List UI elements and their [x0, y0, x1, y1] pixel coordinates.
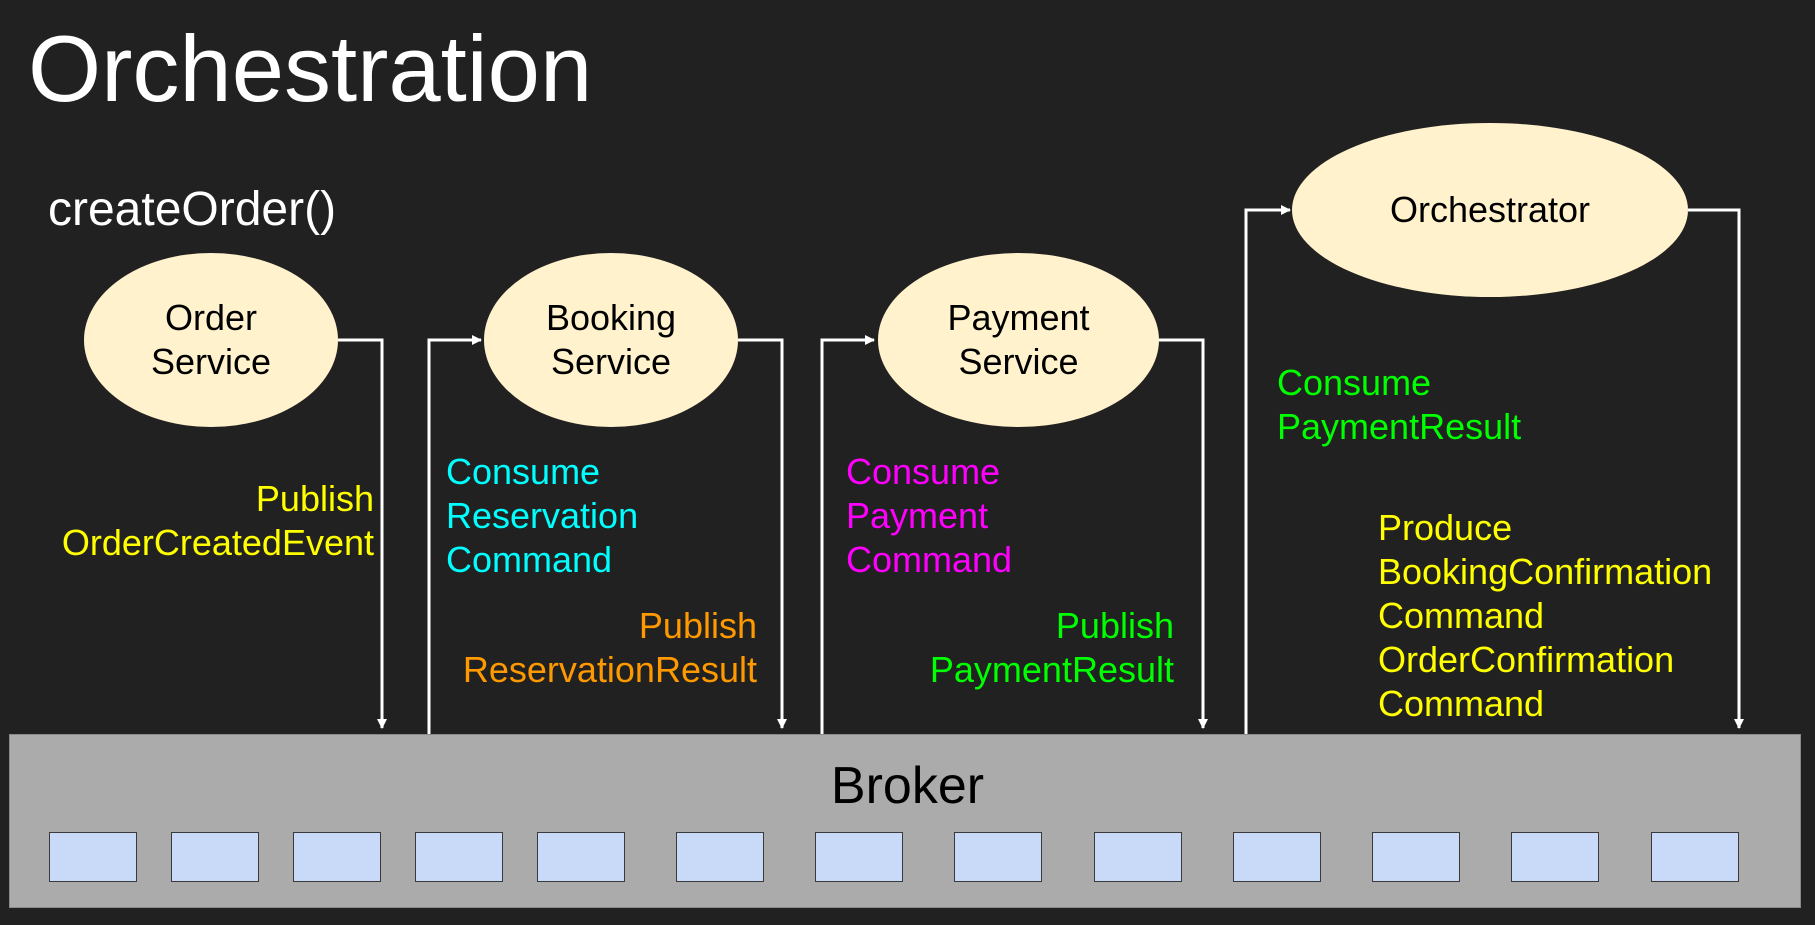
orchestrator-label: Orchestrator — [1389, 189, 1591, 230]
queue-slot — [293, 832, 381, 882]
queue-slot — [537, 832, 625, 882]
queue-slot — [1233, 832, 1321, 882]
broker-label: Broker — [830, 757, 985, 815]
queue-slot — [815, 832, 903, 882]
page-title: Orchestration — [28, 16, 593, 121]
queue-slot — [1651, 832, 1739, 882]
orchestrator-produce-label: Produce BookingConfirmation Command Orde… — [1378, 507, 1713, 724]
arrow-payment-to-broker — [1159, 338, 1208, 729]
queue-slot — [1511, 832, 1599, 882]
queue-slot — [1094, 832, 1182, 882]
order-service-label: Order Service — [150, 297, 272, 382]
queue-slot — [954, 832, 1042, 882]
payment-service-node: Payment Service — [878, 253, 1159, 427]
booking-service-label: Booking Service — [545, 297, 677, 382]
queue-slot — [676, 832, 764, 882]
arrow-broker-to-booking — [427, 335, 482, 734]
trigger-label: createOrder() — [48, 183, 337, 236]
arrow-booking-to-broker — [738, 338, 787, 729]
booking-service-node: Booking Service — [484, 253, 738, 427]
arrow-broker-to-payment — [820, 335, 875, 734]
orchestrator-node: Orchestrator — [1292, 123, 1688, 297]
arrow-orchestrator-to-broker — [1688, 208, 1744, 729]
orchestrator-consume-label: Consume PaymentResult — [1277, 362, 1522, 447]
queue-slot — [171, 832, 259, 882]
queue-slot — [49, 832, 137, 882]
payment-publish-label: Publish PaymentResult — [929, 605, 1174, 690]
arrow-order-to-broker — [338, 338, 387, 729]
booking-publish-label: Publish ReservationResult — [462, 605, 757, 690]
payment-consume-label: Consume Payment Command — [846, 451, 1013, 580]
arrow-broker-to-orchestrator — [1244, 205, 1291, 734]
order-service-node: Order Service — [84, 253, 338, 427]
payment-service-label: Payment Service — [947, 297, 1090, 382]
queue-slot — [1372, 832, 1460, 882]
booking-consume-label: Consume Reservation Command — [446, 451, 639, 580]
queue-slot — [415, 832, 503, 882]
order-publish-label: Publish OrderCreatedEvent — [61, 478, 374, 563]
